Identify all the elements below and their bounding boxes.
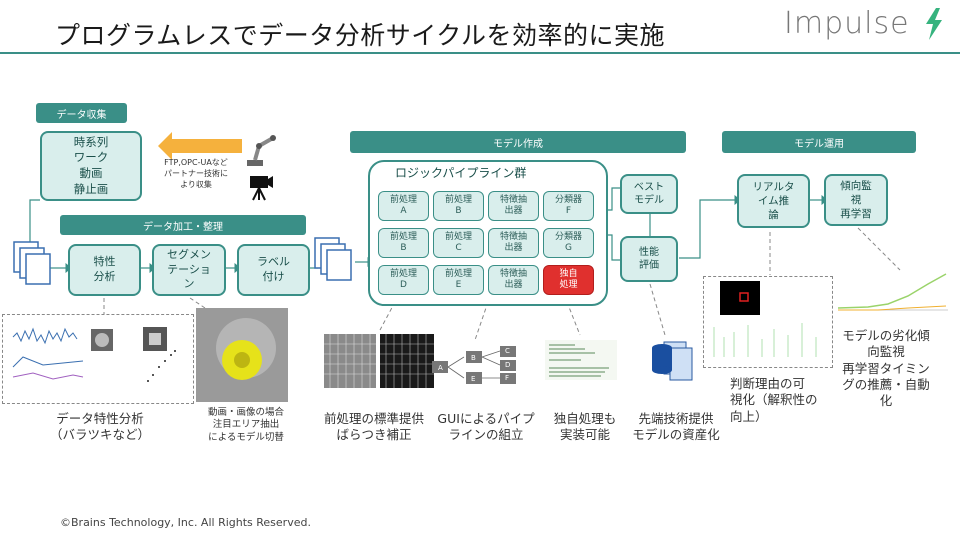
trend-monitor-box: 傾向監 視 再学習 bbox=[824, 174, 888, 226]
pipeline-cell: 特徴抽 出器 bbox=[488, 228, 539, 258]
database-icon bbox=[652, 341, 693, 381]
copyright-footer: ©Brains Technology, Inc. All Rights Rese… bbox=[60, 516, 311, 529]
feature-plot-panel bbox=[2, 314, 194, 404]
tree-node-a: A bbox=[438, 364, 443, 372]
caption-degradation: モデルの劣化傾 向監視 再学習タイミン グの推薦・自動 化 bbox=[842, 328, 930, 408]
section-header-model-ops: モデル運用 bbox=[722, 131, 916, 153]
segmentation-box: セグメン テーショ ン bbox=[152, 244, 226, 296]
camera-icon bbox=[250, 176, 273, 201]
page-title: プログラムレスでデータ分析サイクルを効率的に実施 bbox=[55, 21, 666, 50]
heatmap-image bbox=[713, 281, 828, 357]
robot-arm-icon bbox=[247, 135, 276, 166]
pipeline-cell: 前処理 B bbox=[378, 228, 429, 258]
best-model-box: ベスト モデル bbox=[620, 174, 678, 214]
data-types-box: 時系列 ワーク 動画 静止画 bbox=[40, 131, 142, 201]
pipeline-tree-diagram bbox=[432, 346, 516, 384]
tree-node-e: E bbox=[471, 375, 476, 383]
pipeline-title: ロジックパイプライン群 bbox=[395, 166, 527, 180]
collect-note: FTP,OPC-UAなど パートナー技術に より収集 bbox=[164, 158, 228, 189]
labeling-box: ラベル 付け bbox=[237, 244, 310, 296]
tree-node-d: D bbox=[505, 361, 511, 369]
code-snippet-image bbox=[545, 340, 617, 380]
labeled-file-stack-icon bbox=[314, 237, 352, 281]
caption-explainability: 判断理由の可 視化（解釈性の 向上） bbox=[730, 376, 818, 424]
feature-analysis-box: 特性 分析 bbox=[68, 244, 141, 296]
pipeline-cell: 前処理 E bbox=[433, 265, 484, 295]
pipeline-cell: 分類器 G bbox=[543, 228, 594, 258]
signal-plot-image bbox=[12, 327, 176, 382]
pipeline-cell: 前処理 A bbox=[378, 191, 429, 221]
tree-node-c: C bbox=[505, 347, 510, 355]
pipeline-cell: 特徴抽 出器 bbox=[488, 265, 539, 295]
evaluation-box: 性能 評価 bbox=[620, 236, 678, 282]
engine-part-image bbox=[196, 308, 288, 402]
file-stack-icon bbox=[13, 241, 51, 285]
caption-asset: 先端技術提供 モデルの資産化 bbox=[632, 411, 720, 443]
caption-video-area: 動画・画像の場合 注目エリア抽出 によるモデル切替 bbox=[207, 407, 284, 443]
collect-arrow-icon bbox=[158, 132, 172, 160]
degradation-trend-image bbox=[838, 273, 948, 311]
caption-preprocess: 前処理の標準提供 ばらつき補正 bbox=[323, 411, 424, 443]
tree-node-b: B bbox=[471, 354, 476, 362]
tree-node-f: F bbox=[505, 374, 510, 382]
pipeline-cell: 前処理 D bbox=[378, 265, 429, 295]
section-header-collect: データ収集 bbox=[36, 103, 127, 123]
section-header-process: データ加工・整理 bbox=[60, 215, 306, 235]
header-divider bbox=[0, 52, 960, 54]
realtime-inference-box: リアルタ イム推 論 bbox=[737, 174, 810, 228]
pipeline-cell: 前処理 C bbox=[433, 228, 484, 258]
pipeline-cell: 特徴抽 出器 bbox=[488, 191, 539, 221]
logo-text: Impulse bbox=[784, 6, 910, 41]
pipeline-cell: 前処理 B bbox=[433, 191, 484, 221]
collect-arrow-shaft bbox=[172, 139, 242, 153]
grid-image-pair bbox=[324, 334, 434, 388]
caption-custom: 独自処理も 実装可能 bbox=[553, 411, 617, 443]
lightning-icon bbox=[926, 8, 942, 40]
section-header-model-build: モデル作成 bbox=[350, 131, 686, 153]
explainability-panel bbox=[703, 276, 833, 368]
pipeline-cell-custom: 独自 処理 bbox=[543, 265, 594, 295]
caption-feature-analysis: データ特性分析 （バラツキなど） bbox=[49, 411, 150, 443]
caption-gui: GUIによるパイプ ラインの組立 bbox=[437, 411, 535, 443]
pipeline-cell: 分類器 F bbox=[543, 191, 594, 221]
company-logo: Impulse bbox=[784, 6, 944, 46]
